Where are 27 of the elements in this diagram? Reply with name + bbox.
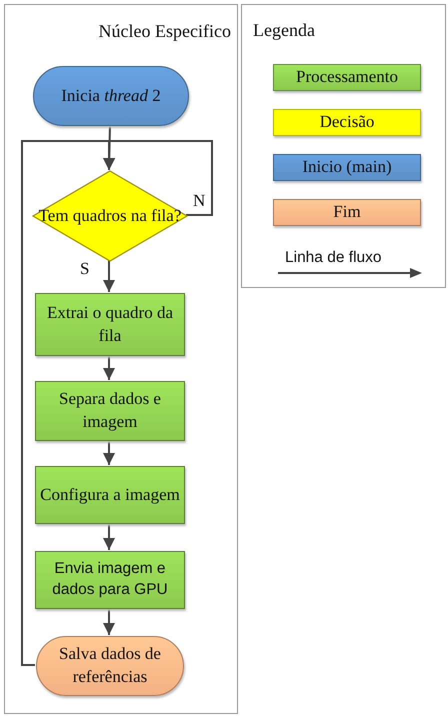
process-box [35, 293, 185, 356]
node-text: Envia imagem e dados para GPU [51, 559, 169, 600]
legend-text: Inicio (main) [302, 156, 392, 178]
node-text: Separa dados e imagem [58, 388, 162, 433]
process-box [35, 381, 185, 441]
legend-title: Legenda [253, 20, 315, 41]
panel [4, 4, 238, 714]
panel-title: Núcleo Especifico [98, 20, 232, 43]
legend-text: Processamento [296, 66, 398, 88]
node-text: Configura a imagem [39, 484, 181, 506]
terminator-shape [33, 66, 189, 126]
node-text: Salva dados de referências [58, 643, 162, 688]
terminator-shape [36, 636, 184, 696]
arrow [102, 354, 114, 380]
node-text: Inicia thread 2 [60, 84, 162, 107]
node-text: Tem quadros na fila? [38, 204, 182, 227]
legend-text: Decisão [320, 111, 374, 134]
arrow [102, 608, 114, 634]
arrow [102, 522, 114, 550]
arrow [102, 440, 114, 464]
arrow [20, 140, 114, 666]
legend-text: Linha de fluxo [285, 249, 382, 267]
legend-text: Fim [333, 201, 361, 224]
node-text: Extrai o quadro da fila [46, 302, 174, 346]
arrow [102, 260, 114, 292]
process-box [35, 551, 185, 609]
process-box [35, 466, 185, 524]
